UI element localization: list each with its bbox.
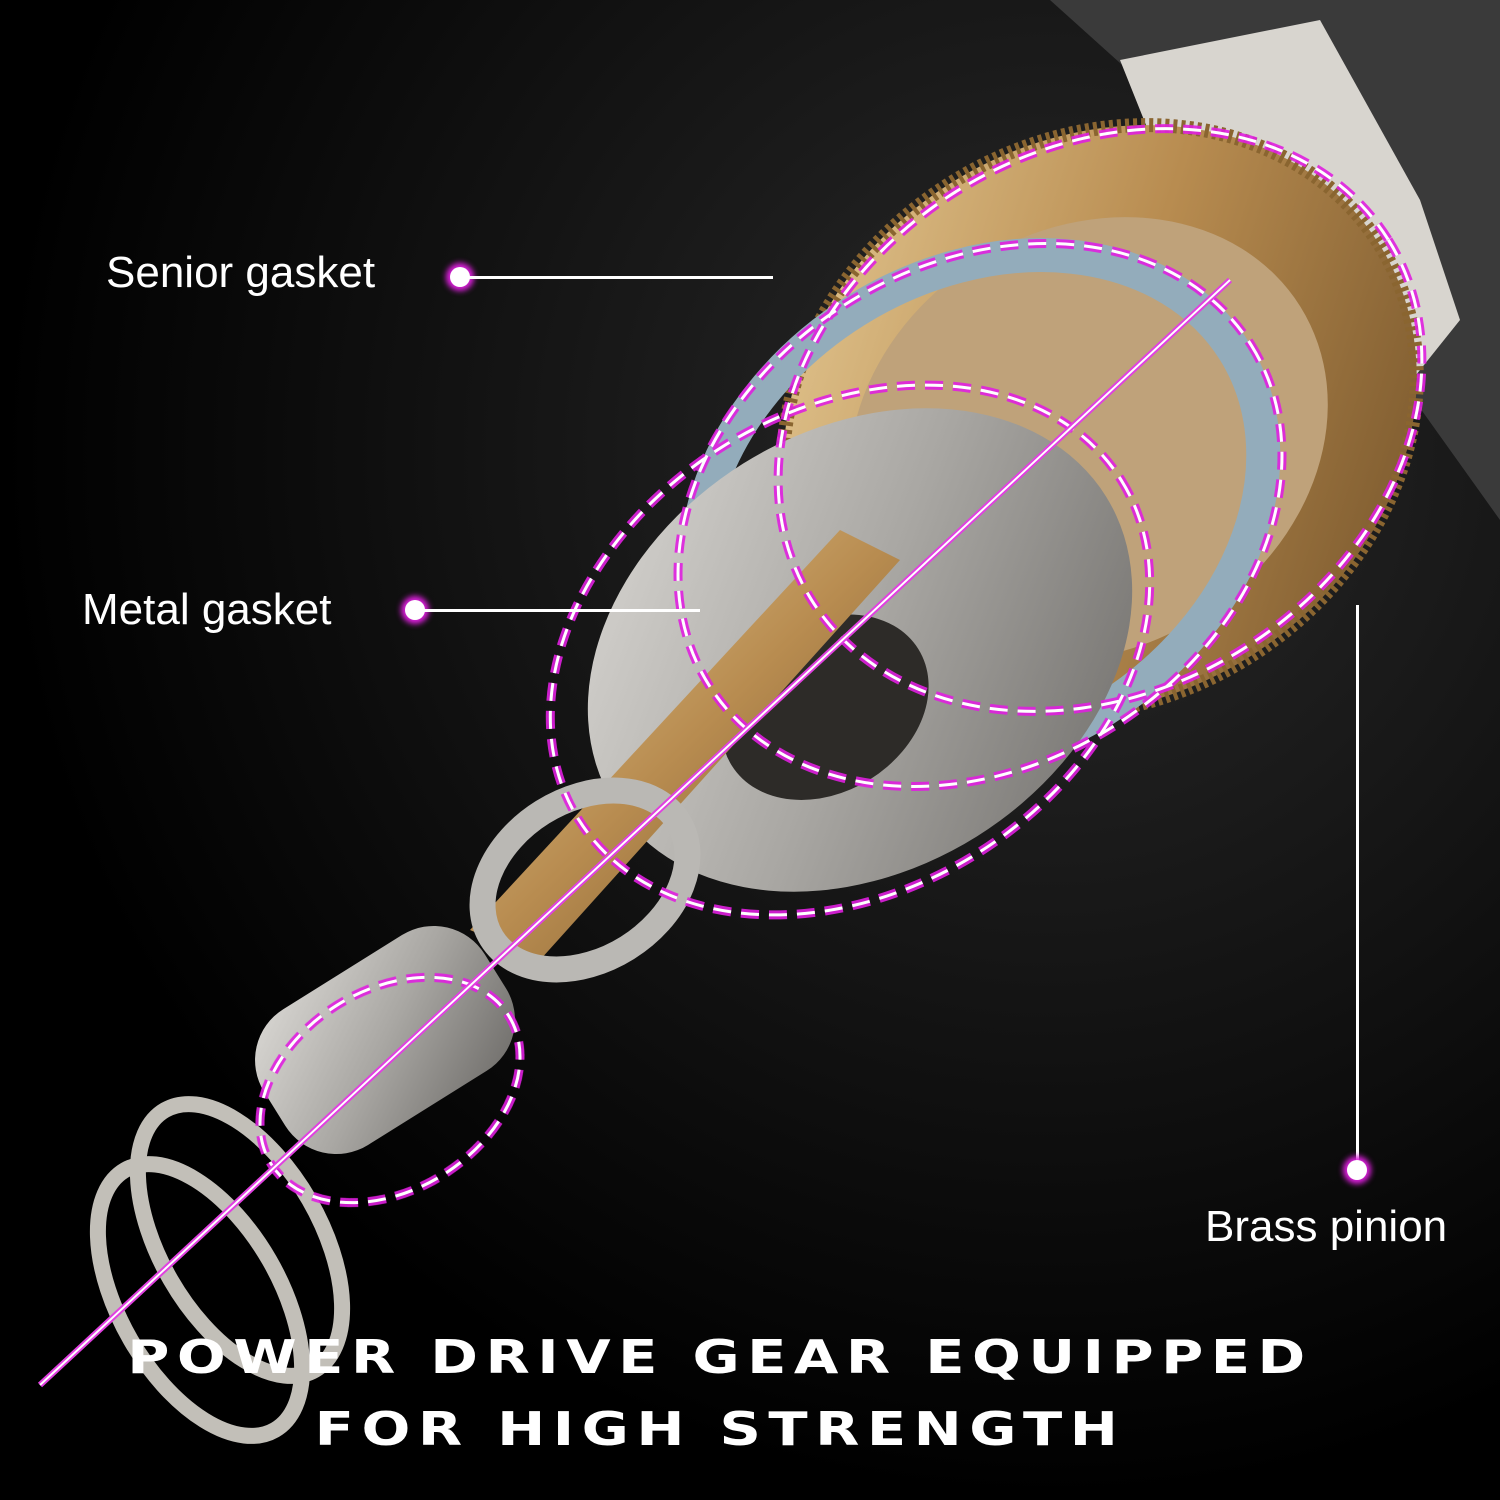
metal-gasket-dot [405, 600, 425, 620]
threaded-shaft [470, 530, 900, 960]
senior-gasket-dot [450, 267, 470, 287]
senior-gasket-leader [468, 276, 773, 279]
metal-gasket-leader [423, 609, 700, 612]
brass-pinion-label: Brass pinion [1205, 1202, 1448, 1251]
steel-rings [89, 1096, 351, 1444]
headline-line-2: FOR HIGH STRENGTH [314, 1402, 1126, 1456]
headline-line-1: POWER DRIVE GEAR EQUIPPED [127, 1330, 1313, 1384]
senior-gasket-label: Senior gasket [106, 248, 376, 297]
brass-pinion-leader [1356, 605, 1359, 1165]
small-washer [469, 777, 701, 983]
metal-gasket-label: Metal gasket [82, 585, 332, 634]
brass-pinion-dot [1347, 1160, 1367, 1180]
